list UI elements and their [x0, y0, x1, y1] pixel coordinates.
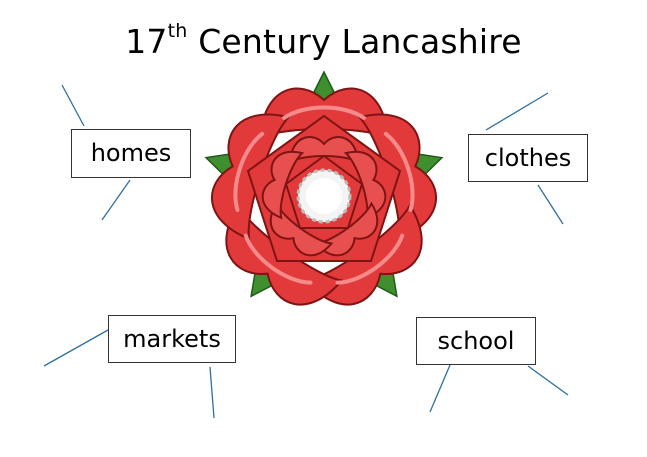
- markets-line-down: [209, 366, 215, 419]
- label-markets-text: markets: [123, 325, 221, 353]
- label-homes-text: homes: [90, 139, 172, 167]
- title-superscript: th: [167, 20, 188, 42]
- label-clothes-text: clothes: [484, 144, 572, 172]
- page-title: 17th Century Lancashire: [125, 20, 522, 61]
- clothes-line-down: [537, 184, 564, 225]
- homes-line-down: [101, 179, 131, 221]
- label-markets: markets: [108, 315, 236, 363]
- label-school: school: [416, 317, 536, 365]
- label-clothes: clothes: [468, 134, 588, 182]
- markets-line-left: [43, 329, 109, 367]
- clothes-line-up: [485, 92, 549, 131]
- homes-line-up: [61, 84, 85, 127]
- school-line-right: [527, 365, 569, 396]
- label-school-text: school: [437, 327, 515, 355]
- label-homes: homes: [71, 129, 191, 178]
- school-line-down: [429, 364, 451, 413]
